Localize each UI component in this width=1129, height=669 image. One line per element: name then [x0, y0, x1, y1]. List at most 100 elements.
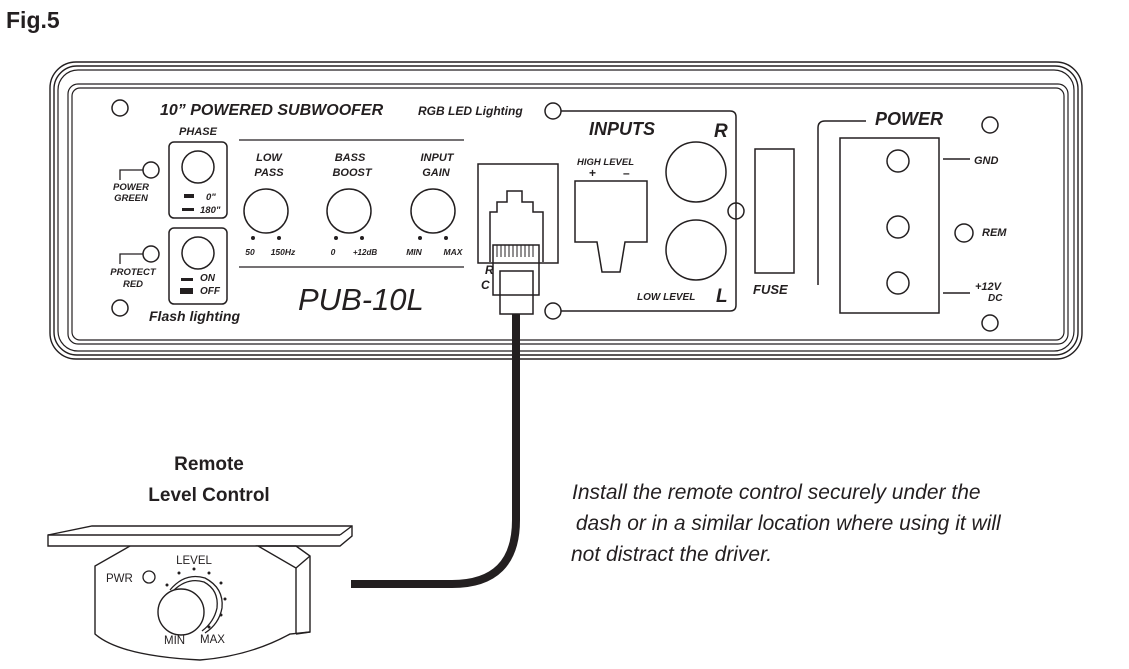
- remote-pwr-label: PWR: [106, 573, 133, 585]
- inputs-title: INPUTS: [589, 119, 655, 139]
- remote-cable: [351, 314, 520, 588]
- inputs-right-channel: R: [714, 121, 728, 142]
- terminal-12v[interactable]: [886, 271, 910, 295]
- remote-mount-plate: [47, 525, 353, 547]
- power-led-lead: [119, 169, 143, 180]
- remote-port[interactable]: R C: [477, 163, 559, 292]
- dc-label: DC: [988, 293, 1003, 304]
- bass-boost-knob[interactable]: BASS BOOST 0 +12dB: [326, 152, 377, 257]
- screw-hole-bottom-right: [981, 314, 999, 332]
- flash-opt-off: OFF: [200, 286, 221, 297]
- rj-plug-contacts: [496, 245, 534, 257]
- fuse-label: FUSE: [753, 282, 788, 297]
- low-pass-dial[interactable]: [243, 188, 289, 234]
- bass-boost-label-2: BOOST: [332, 167, 372, 179]
- product-title: 10” POWERED SUBWOOFER: [160, 102, 384, 119]
- phase-opt-0: 0": [206, 192, 216, 203]
- low-pass-knob[interactable]: LOW PASS 50 150Hz: [243, 152, 296, 257]
- inputs-left-channel: L: [716, 286, 728, 307]
- flash-lighting-switch[interactable]: ON OFF Flash lighting: [149, 227, 240, 324]
- panel-frame-inner-2: [71, 87, 1065, 341]
- low-pass-label-1: LOW: [256, 152, 283, 164]
- input-gain-min-dot: [418, 236, 422, 240]
- rca-right-jack[interactable]: [665, 141, 727, 203]
- remote-body-edge-2: [295, 631, 311, 635]
- bass-boost-max-dot: [360, 236, 364, 240]
- power-led-label-1: POWER: [113, 182, 149, 193]
- screw-hole-inputs-right: [727, 202, 745, 220]
- bass-boost-min-dot: [334, 236, 338, 240]
- screw-hole-top-left: [111, 99, 129, 117]
- instruction-line-2: dash or in a similar location where usin…: [570, 512, 1002, 535]
- power-bracket: [817, 120, 866, 285]
- input-gain-max: MAX: [444, 247, 464, 257]
- power-terminal-block: [839, 137, 940, 314]
- instruction-line-3: not distract the driver.: [571, 543, 772, 566]
- power-led: POWER GREEN: [113, 161, 160, 204]
- rj-plug: [492, 244, 540, 315]
- model-name: PUB-10L: [298, 282, 424, 317]
- input-gain-label-2: GAIN: [422, 167, 451, 179]
- remote-knob-rim: [169, 575, 223, 634]
- low-pass-max: 150Hz: [271, 247, 296, 257]
- remote-level-ticks: [165, 567, 227, 629]
- instruction-line-1: Install the remote control securely unde…: [572, 481, 981, 504]
- terminal-gnd[interactable]: [886, 149, 910, 173]
- high-level-label: HIGH LEVEL: [577, 157, 634, 168]
- terminal-rem[interactable]: [886, 215, 910, 239]
- rca-left-jack[interactable]: [665, 219, 727, 281]
- rj-plug-boot: [499, 270, 534, 315]
- rgb-led-label: RGB LED Lighting: [418, 104, 523, 118]
- input-gain-dial[interactable]: [410, 188, 456, 234]
- rem-led: [954, 223, 974, 243]
- rj-jack-outline: [489, 190, 544, 262]
- screw-hole-inputs-bottom: [544, 302, 562, 320]
- amplifier-panel: [49, 61, 1083, 360]
- input-gain-knob[interactable]: INPUT GAIN MIN MAX: [406, 152, 464, 257]
- remote-body-edge: [295, 555, 311, 569]
- remote-title-line2: Level Control: [148, 485, 269, 506]
- high-level-plus: +: [589, 166, 596, 180]
- panel-frame-outer-3: [57, 69, 1075, 352]
- remote-level-label: LEVEL: [176, 555, 212, 567]
- power-section: POWER GND REM +12V DC: [817, 109, 1007, 314]
- phase-button[interactable]: [181, 150, 215, 184]
- inputs-plate: [561, 110, 737, 312]
- phase-switch-box: [168, 141, 228, 219]
- screw-hole-inputs-top: [544, 102, 562, 120]
- remote-port-label-2: C: [481, 278, 490, 292]
- remote-port-housing: [477, 163, 559, 264]
- protect-led-label-2: RED: [123, 279, 143, 290]
- protect-led: PROTECT RED: [110, 245, 160, 290]
- screw-hole-bottom-left: [111, 299, 129, 317]
- power-led-indicator: [142, 161, 160, 179]
- remote-level-knob[interactable]: [157, 588, 205, 636]
- phase-switch[interactable]: PHASE 0" 180": [168, 126, 228, 219]
- high-level-connector[interactable]: [574, 180, 648, 273]
- low-level-label: LOW LEVEL: [637, 292, 695, 303]
- remote-port-label-1: R: [485, 263, 494, 277]
- protect-led-lead: [119, 253, 143, 264]
- flash-lighting-title: Flash lighting: [149, 308, 240, 324]
- gnd-label: GND: [974, 155, 999, 167]
- inputs-section: INPUTS R HIGH LEVEL + – LOW LEVEL L: [561, 110, 745, 312]
- switch-on-icon: [177, 278, 193, 281]
- phase-title: PHASE: [179, 126, 218, 138]
- switch-off-icon: [178, 288, 193, 294]
- high-level-minus: –: [623, 166, 630, 180]
- flash-button[interactable]: [181, 236, 215, 270]
- low-pass-min: 50: [245, 247, 255, 257]
- fuse: FUSE: [753, 148, 795, 297]
- rem-label: REM: [982, 227, 1007, 239]
- remote-plate-corner: [339, 525, 353, 536]
- bass-boost-dial[interactable]: [326, 188, 372, 234]
- flash-opt-on: ON: [200, 273, 216, 284]
- panel-frame-outer-2: [53, 65, 1079, 356]
- input-gain-label-1: INPUT: [421, 152, 455, 164]
- instructions: Install the remote control securely unde…: [570, 481, 1002, 566]
- protect-led-indicator: [142, 245, 160, 263]
- switch-up-icon: [180, 194, 194, 198]
- input-gain-min: MIN: [406, 247, 422, 257]
- bass-boost-max: +12dB: [353, 248, 377, 257]
